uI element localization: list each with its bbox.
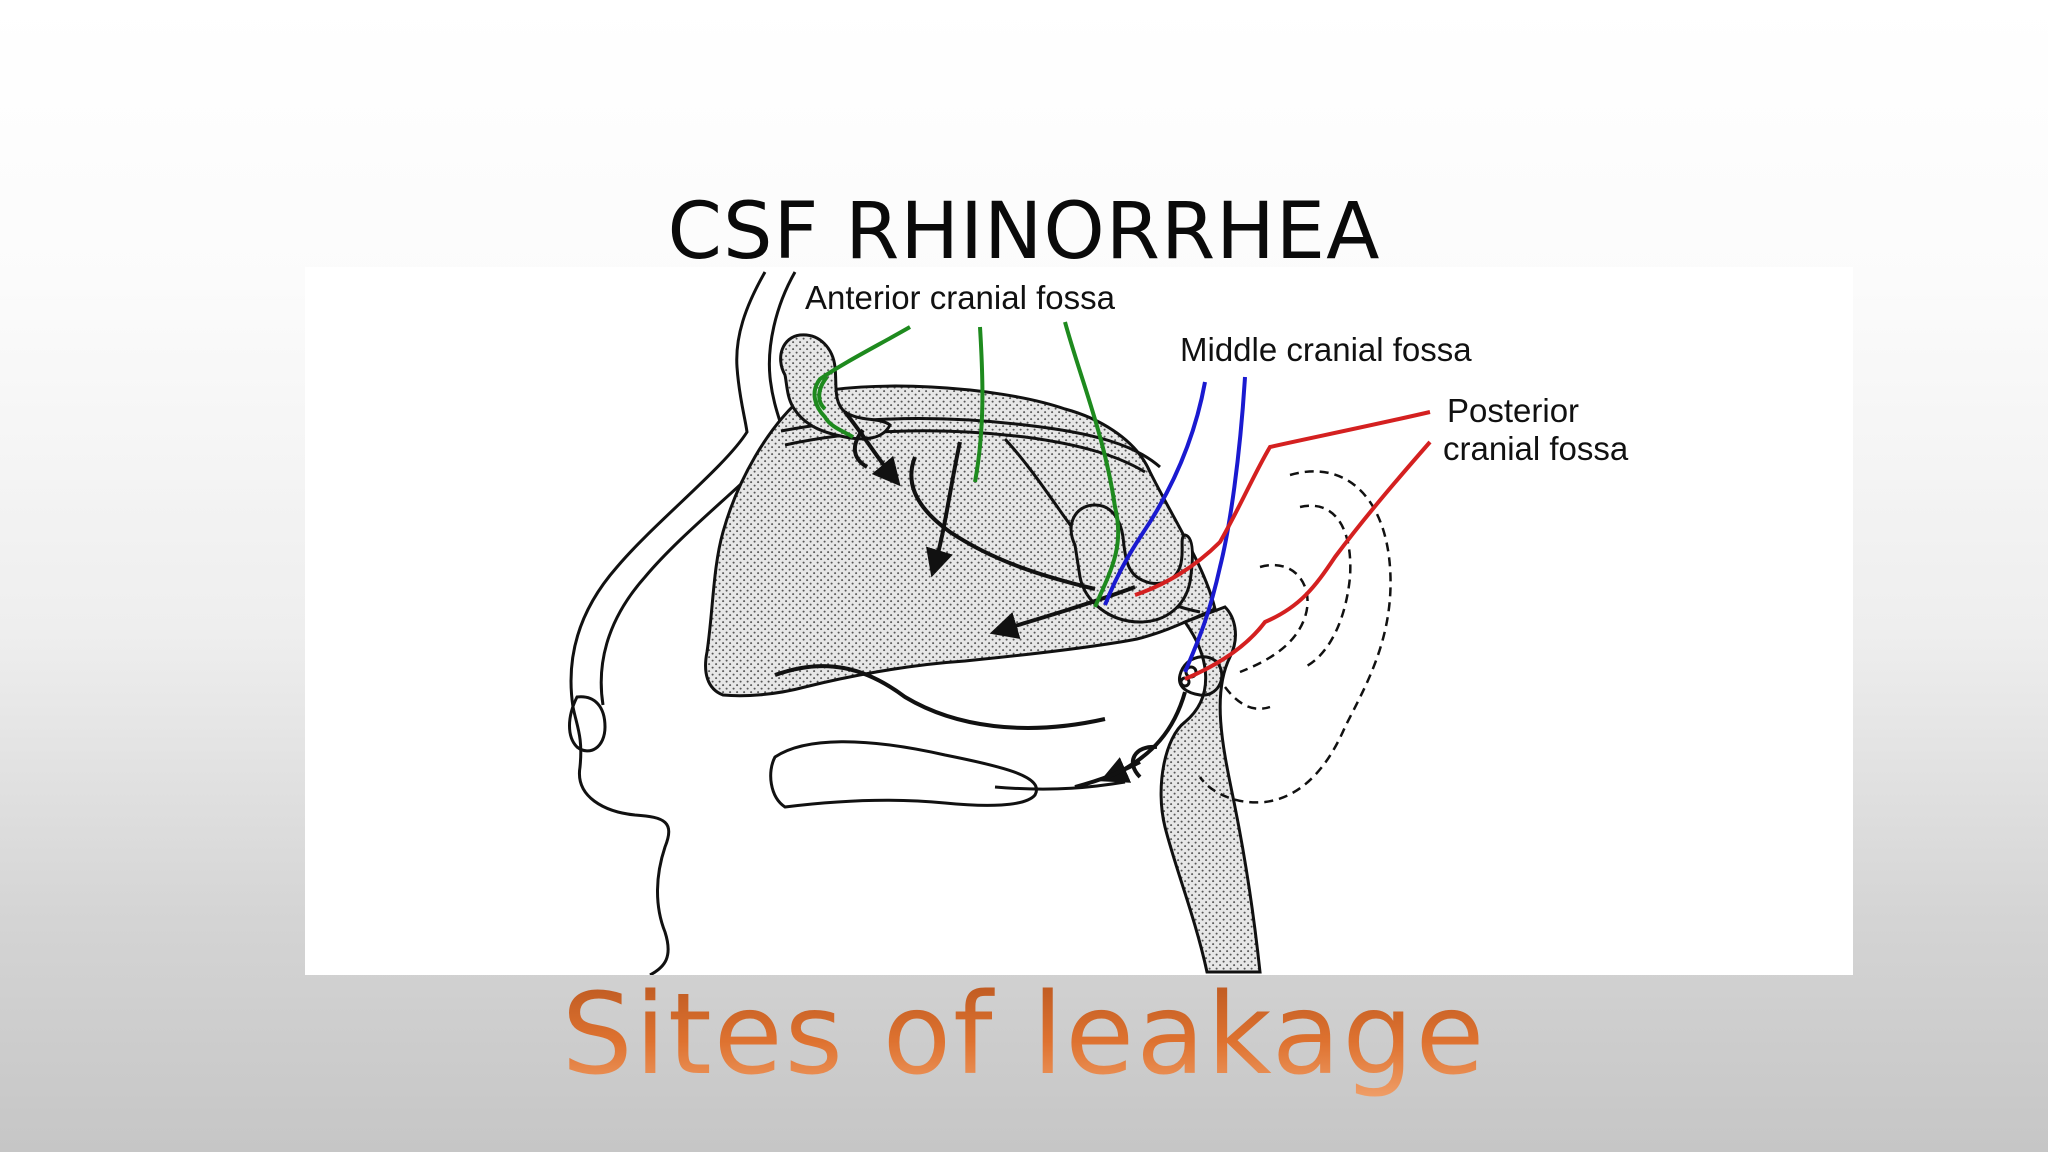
slide-caption: Sites of leakage <box>0 970 2048 1100</box>
frontal-sinus <box>779 333 892 441</box>
middle-fossa-lines <box>1103 376 1247 673</box>
label-posterior-line1: Posterior <box>1447 392 1579 429</box>
sagittal-head-diagram: Anterior cranial fossa Middle cranial fo… <box>568 271 1629 975</box>
posterior-fossa-lines <box>1134 410 1432 681</box>
slide-title: CSF RHINORRHEA <box>667 187 1381 277</box>
anatomy-diagram: Anterior cranial fossa Middle cranial fo… <box>305 267 1853 975</box>
label-anterior-cranial-fossa: Anterior cranial fossa <box>805 279 1116 316</box>
csf-flow-arrows <box>774 410 1187 789</box>
ear-outline <box>1198 470 1392 804</box>
label-middle-cranial-fossa: Middle cranial fossa <box>1180 331 1472 368</box>
label-posterior-line2: cranial fossa <box>1443 430 1629 467</box>
anterior-fossa-lines <box>812 321 1121 608</box>
